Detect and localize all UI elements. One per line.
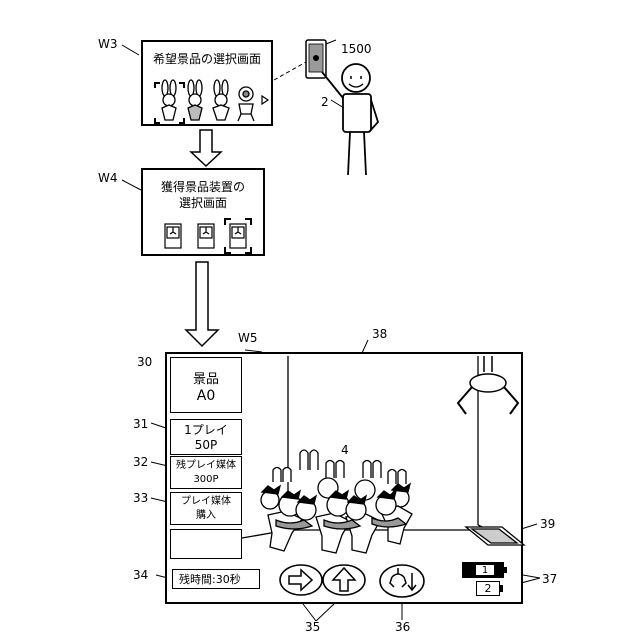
ref-36: 36 <box>395 620 410 634</box>
remaining-time-text: 残時間:30秒 <box>179 573 241 586</box>
camera-2-indicator[interactable]: 2 <box>476 581 500 596</box>
prize-pile-icon <box>261 450 412 553</box>
ref-37: 37 <box>542 572 557 586</box>
ref-35: 35 <box>305 620 320 634</box>
camera-1-label: 1 <box>475 564 495 576</box>
remaining-time-display: 残時間:30秒 <box>172 569 260 589</box>
up-arrow-button[interactable] <box>321 563 367 597</box>
ref-4: 4 <box>341 443 349 457</box>
camera-1-tab <box>504 567 507 573</box>
crane-drop-button[interactable] <box>378 563 426 599</box>
right-arrow-button[interactable] <box>278 563 324 597</box>
ref-39: 39 <box>540 517 555 531</box>
camera-2-label: 2 <box>485 582 492 595</box>
camera-1-indicator[interactable]: 1 <box>462 562 504 578</box>
prize-outlet-icon <box>466 527 524 545</box>
ref-34: 34 <box>133 568 148 582</box>
crane-claw-icon <box>458 356 518 414</box>
camera-2-tab <box>499 585 503 592</box>
button-outline <box>380 565 424 597</box>
